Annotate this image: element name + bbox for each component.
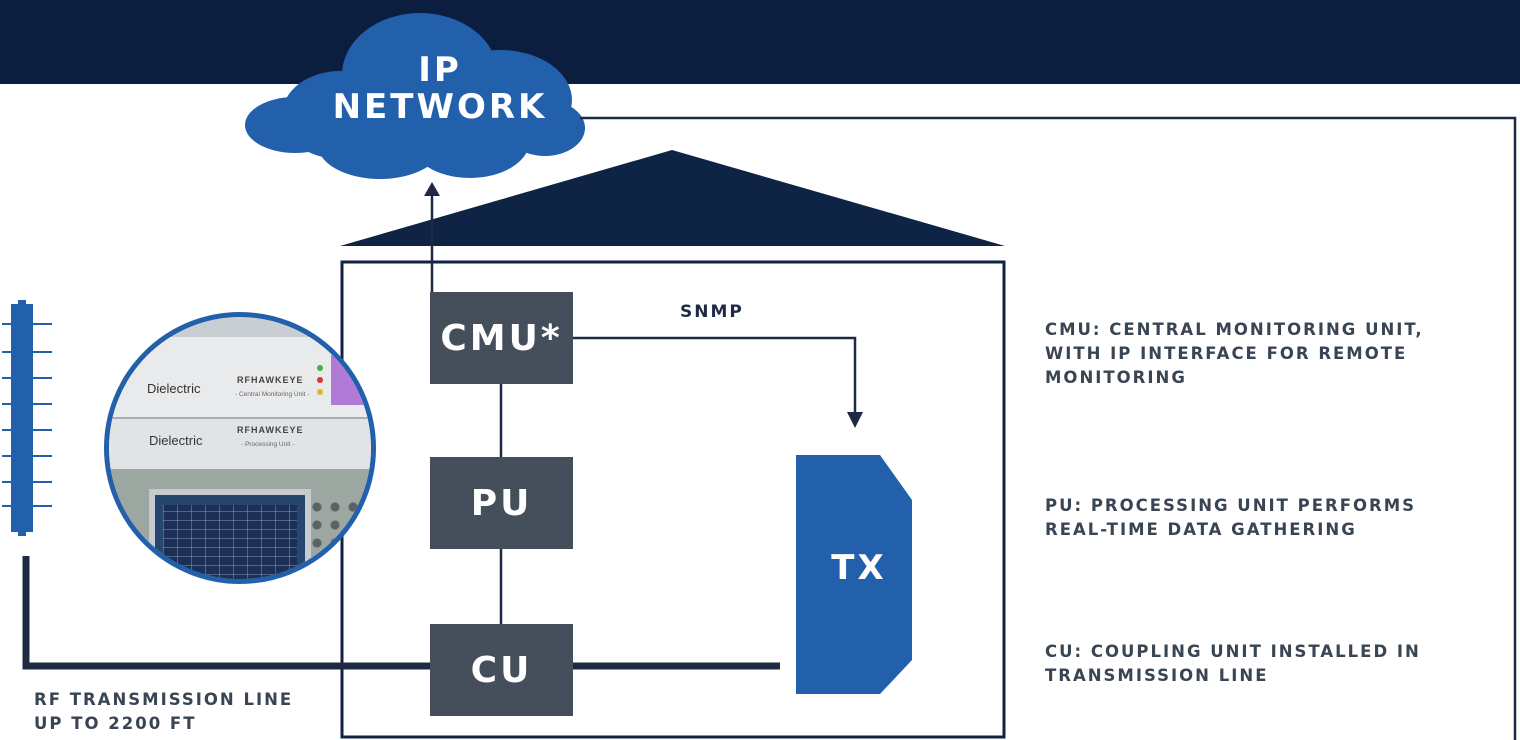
- rf-line-label-line1: RF TRANSMISSION LINE: [34, 690, 294, 709]
- note-cu: CU: Coupling Unit installed in transmiss…: [1045, 642, 1421, 685]
- rf-transmission-line: [22, 556, 430, 670]
- header-bar: [0, 0, 1520, 84]
- building-roof: [340, 150, 1005, 246]
- photo-caption-1: - Central Monitoring Unit -: [235, 391, 310, 398]
- snmp-label: SNMP: [680, 302, 744, 322]
- cmu-to-cloud-arrowhead: [424, 182, 440, 196]
- equipment-photo: Dielectric RFHAWKEYE - Central Monitorin…: [104, 312, 376, 584]
- cloud-label: IP NETWORK: [290, 52, 590, 126]
- photo-display-icon: [331, 355, 371, 405]
- cu-box: CU: [430, 624, 573, 716]
- rf-line-label-line2: UP TO 2200 FT: [34, 714, 197, 733]
- cmu-label: CMU*: [440, 317, 563, 359]
- photo-caption-2: - Processing Unit -: [241, 441, 295, 448]
- cloud-label-line1: IP: [418, 50, 462, 90]
- photo-product-1: RFHAWKEYE: [237, 375, 304, 385]
- pu-rack-unit: Dielectric RFHAWKEYE - Processing Unit -: [109, 419, 371, 471]
- cmu-box: CMU*: [430, 292, 573, 384]
- snmp-line: [573, 336, 857, 412]
- pu-box: PU: [430, 457, 573, 549]
- photo-product-2: RFHAWKEYE: [237, 425, 304, 435]
- cmu-rack-unit: Dielectric RFHAWKEYE - Central Monitorin…: [109, 337, 371, 419]
- snmp-arrowhead: [847, 412, 863, 428]
- ip-return-line: [580, 116, 1517, 740]
- cloud-shape: [245, 13, 585, 179]
- status-led-icon: [317, 377, 323, 383]
- status-led-icon: [317, 365, 323, 371]
- note-cmu: CMU: Central Monitoring Unit, with IP in…: [1045, 320, 1424, 387]
- photo-brand-1: Dielectric: [147, 381, 201, 396]
- rf-line-label: RF TRANSMISSION LINE UP TO 2200 FT: [34, 688, 354, 736]
- photo-brand-2: Dielectric: [149, 433, 203, 448]
- analyzer-screen: [149, 489, 311, 579]
- pu-label: PU: [470, 482, 533, 524]
- tx-shape: [796, 455, 912, 694]
- tx-label: TX: [831, 548, 887, 588]
- status-led-icon: [317, 389, 323, 395]
- antenna-icon: [2, 300, 52, 536]
- note-pu: PU: Processing Unit performs real-time d…: [1045, 496, 1417, 539]
- analyzer-grid: [163, 505, 297, 579]
- cu-label: CU: [470, 649, 533, 691]
- cloud-label-line2: NETWORK: [332, 87, 548, 127]
- analyzer-knobs-icon: [309, 499, 369, 569]
